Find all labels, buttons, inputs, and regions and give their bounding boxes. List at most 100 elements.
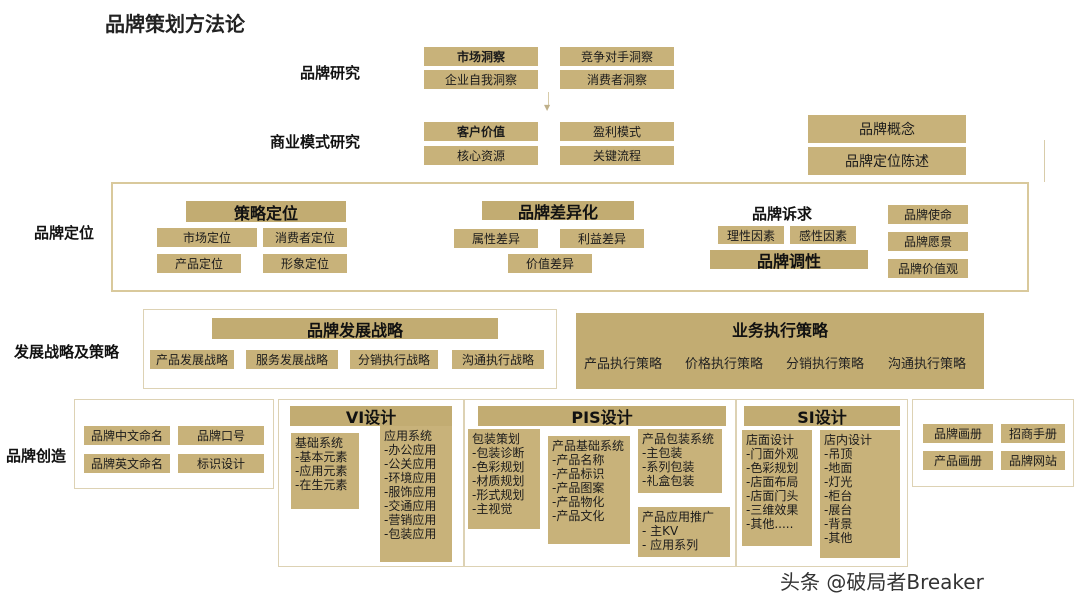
development-frame (143, 309, 557, 389)
exec-communication: 沟通执行策略 (888, 357, 967, 372)
pis-design-title: PIS设计 (478, 406, 726, 427)
si-storefront-design: 店面设计 -门面外观 -色彩规划 -店面布局 -店面门头 -三维效果 -其他..… (742, 430, 812, 546)
strategy-positioning-title: 策略定位 (186, 201, 346, 223)
research-label: 品牌研究 (300, 64, 361, 82)
pis-base-line: -产品图案 (552, 481, 605, 495)
vi-frame (278, 399, 464, 567)
exec-distribution: 分销执行策略 (786, 357, 865, 372)
brand-vision: 品牌愿景 (888, 232, 968, 251)
pis-plan-line: -形式规划 (472, 488, 525, 502)
pis-product-promo: 产品应用推广 - 主KV - 应用系列 (638, 507, 730, 557)
brand-concept-box: 品牌概念 (808, 115, 966, 143)
pis-plan-line: -材质规划 (472, 474, 525, 488)
pis-base-line: -产品文化 (552, 509, 605, 523)
business-label: 商业模式研究 (270, 133, 361, 151)
pis-pack-line: -系列包装 (642, 460, 695, 474)
arrow-down-icon: ▼ (544, 103, 551, 112)
dev-distribution: 分销执行战略 (350, 350, 438, 369)
naming-logo-design: 标识设计 (178, 454, 264, 473)
si-storefront-line: 店面设计 (746, 433, 795, 447)
pis-product-base-system: 产品基础系统 -产品名称 -产品标识 -产品图案 -产品物化 -产品文化 (548, 436, 630, 544)
pis-base-line: -产品名称 (552, 453, 605, 467)
appeal-rational: 理性因素 (718, 226, 784, 244)
research-item-self: 企业自我洞察 (424, 70, 538, 89)
positioning-statement-box: 品牌定位陈述 (808, 147, 966, 175)
pis-promo-line: 产品应用推广 (642, 510, 715, 524)
si-frame (736, 399, 908, 567)
extra-brochure: 品牌画册 (923, 424, 993, 443)
exec-price: 价格执行策略 (685, 357, 764, 372)
vi-app-line: -交通应用 (384, 499, 437, 513)
pis-pack-line: -主包装 (642, 446, 683, 460)
si-interior-line: -灯光 (824, 475, 853, 489)
dev-communication: 沟通执行战略 (452, 350, 544, 369)
pis-promo-line: - 主KV (642, 524, 679, 538)
development-strategy-title: 品牌发展战略 (212, 318, 498, 340)
vi-application-system: 应用系统 -办公应用 -公关应用 -环境应用 -服饰应用 -交通应用 -营销应用… (380, 426, 452, 562)
strategy-row-label: 发展战略及策略 (14, 343, 120, 361)
si-interior-design: 店内设计 -吊顶 -地面 -灯光 -柜台 -展台 -背景 -其他 (820, 430, 900, 558)
si-storefront-line: -其他..... (746, 517, 794, 531)
si-interior-line: -柜台 (824, 489, 853, 503)
si-interior-line: -背景 (824, 517, 853, 531)
connector-line-right (1044, 140, 1045, 182)
vi-app-line: -环境应用 (384, 471, 437, 485)
watermark: 头条 @破局者Breaker (780, 570, 984, 594)
positioning-image: 形象定位 (263, 254, 347, 273)
pis-plan-line: 包装策划 (472, 432, 521, 446)
pis-base-line: -产品标识 (552, 467, 605, 481)
si-storefront-line: -店面布局 (746, 475, 799, 489)
business-item-customer-value: 客户价值 (424, 122, 538, 141)
vi-app-line: -包装应用 (384, 527, 437, 541)
business-item-core-resource: 核心资源 (424, 146, 538, 165)
vi-basic-system: 基础系统 -基本元素 -应用元素 -在生元素 (291, 433, 359, 509)
positioning-consumer: 消费者定位 (263, 228, 347, 247)
appeal-title: 品牌诉求 (752, 205, 813, 223)
execution-panel (576, 313, 984, 389)
extra-frame (912, 399, 1074, 487)
page-title: 品牌策划方法论 (105, 12, 245, 36)
vi-basic-line: -基本元素 (295, 450, 348, 464)
si-storefront-line: -门面外观 (746, 447, 799, 461)
vi-app-line: -办公应用 (384, 443, 437, 457)
connector-line (548, 92, 549, 106)
naming-slogan: 品牌口号 (178, 426, 264, 445)
vi-design-title: VI设计 (290, 406, 452, 427)
pis-pack-line: -礼盒包装 (642, 474, 695, 488)
pis-product-pack-system: 产品包装系统 -主包装 -系列包装 -礼盒包装 (638, 429, 722, 493)
exec-product: 产品执行策略 (584, 357, 663, 372)
vi-app-line: -服饰应用 (384, 485, 437, 499)
pis-promo-line: - 应用系列 (642, 538, 699, 552)
positioning-product: 产品定位 (157, 254, 241, 273)
si-storefront-line: -色彩规划 (746, 461, 799, 475)
research-item-market: 市场洞察 (424, 47, 538, 66)
si-interior-line: -展台 (824, 503, 853, 517)
naming-frame (74, 399, 274, 489)
brand-mission: 品牌使命 (888, 205, 968, 224)
si-interior-line: 店内设计 (824, 433, 873, 447)
pis-frame (464, 399, 736, 567)
brand-tone-title: 品牌调性 (710, 250, 868, 271)
positioning-label: 品牌定位 (34, 224, 95, 242)
diff-value: 价值差异 (508, 254, 592, 273)
business-item-profit-model: 盈利模式 (560, 122, 674, 141)
diff-attribute: 属性差异 (454, 229, 538, 248)
si-interior-line: -地面 (824, 461, 853, 475)
naming-english: 品牌英文命名 (84, 454, 170, 473)
pis-plan-line: -包装诊断 (472, 446, 525, 460)
research-item-competitor: 竞争对手洞察 (560, 47, 674, 66)
pis-pack-line: 产品包装系统 (642, 432, 715, 446)
business-item-key-process: 关键流程 (560, 146, 674, 165)
creation-label: 品牌创造 (6, 447, 67, 465)
diff-benefit: 利益差异 (560, 229, 644, 248)
pis-plan-line: -主视觉 (472, 502, 513, 516)
vi-basic-line: -在生元素 (295, 478, 348, 492)
execution-strategy-title: 业务执行策略 (731, 321, 828, 340)
vi-app-line: -营销应用 (384, 513, 437, 527)
pis-packaging-plan: 包装策划 -包装诊断 -色彩规划 -材质规划 -形式规划 -主视觉 (468, 429, 540, 529)
pis-base-line: 产品基础系统 (552, 439, 625, 453)
si-interior-line: -吊顶 (824, 447, 853, 461)
si-storefront-line: -三维效果 (746, 503, 799, 517)
extra-product-brochure: 产品画册 (923, 451, 993, 470)
appeal-emotional: 感性因素 (790, 226, 856, 244)
